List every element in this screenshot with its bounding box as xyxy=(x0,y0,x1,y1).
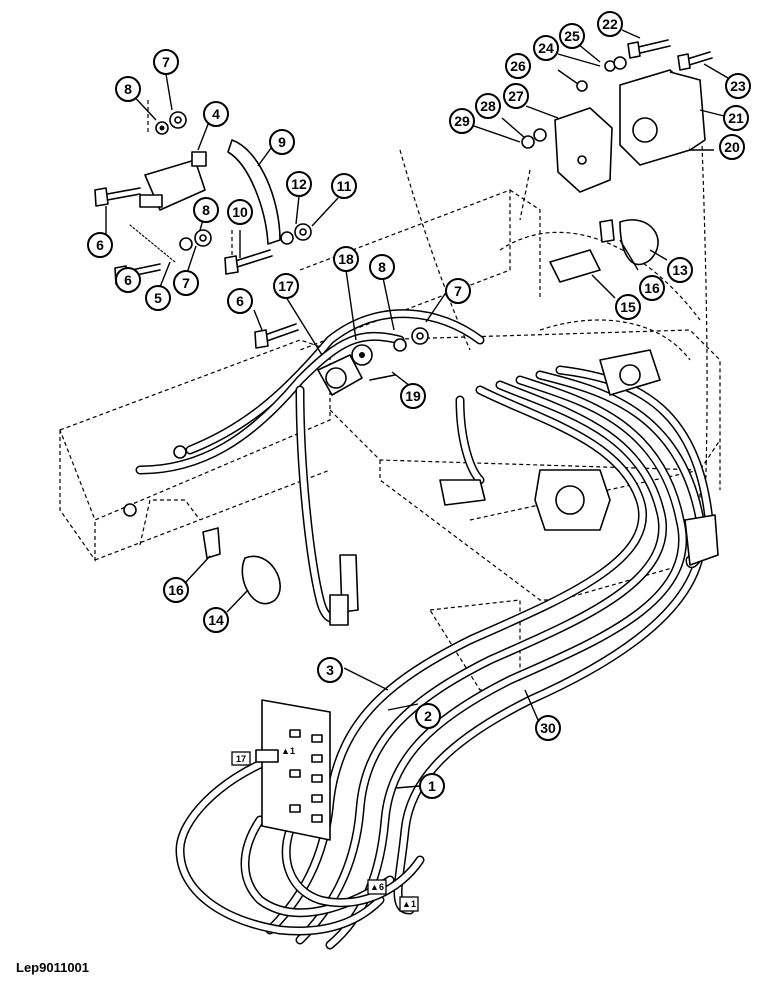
svg-text:3: 3 xyxy=(326,662,334,678)
svg-text:24: 24 xyxy=(538,40,554,56)
hose-clamps xyxy=(202,219,659,605)
svg-text:1: 1 xyxy=(428,778,436,794)
harness-tag-1-upper: ▲1 xyxy=(281,746,295,756)
svg-text:19: 19 xyxy=(405,388,421,404)
svg-text:8: 8 xyxy=(124,81,132,97)
callout-6: 6 xyxy=(115,267,141,293)
callout-14: 14 xyxy=(203,607,229,633)
svg-text:10: 10 xyxy=(232,204,248,220)
harness-tag-1-end: ▲1 xyxy=(399,896,419,912)
callout-2: 2 xyxy=(415,703,441,729)
parts-20-21-27-covers xyxy=(554,69,706,193)
callout-23: 23 xyxy=(725,73,751,99)
svg-text:9: 9 xyxy=(278,134,286,150)
svg-text:▲1: ▲1 xyxy=(402,899,416,909)
callout-24: 24 xyxy=(533,35,559,61)
svg-text:12: 12 xyxy=(291,176,307,192)
svg-text:29: 29 xyxy=(454,113,470,129)
harness-tag-17: 17 xyxy=(231,751,251,766)
svg-text:8: 8 xyxy=(202,202,210,218)
svg-text:25: 25 xyxy=(564,28,580,44)
svg-text:16: 16 xyxy=(644,280,660,296)
hardware-nuts-washers xyxy=(155,56,627,352)
valve-block xyxy=(439,349,719,566)
svg-text:17: 17 xyxy=(236,754,246,764)
callout-8: 8 xyxy=(369,254,395,280)
callout-13: 13 xyxy=(667,257,693,283)
callout-6: 6 xyxy=(87,232,113,258)
callout-20: 20 xyxy=(719,134,745,160)
callout-30: 30 xyxy=(535,715,561,741)
svg-text:30: 30 xyxy=(540,720,556,736)
callout-7: 7 xyxy=(173,270,199,296)
callout-19: 19 xyxy=(400,383,426,409)
svg-text:14: 14 xyxy=(208,612,224,628)
callout-17: 17 xyxy=(273,273,299,299)
svg-text:22: 22 xyxy=(602,16,618,32)
svg-text:▲1: ▲1 xyxy=(281,746,295,756)
svg-text:▲6: ▲6 xyxy=(370,882,384,892)
callout-9: 9 xyxy=(269,129,295,155)
callout-4: 4 xyxy=(203,101,229,127)
part-4-bracket xyxy=(94,151,207,285)
svg-text:16: 16 xyxy=(168,582,184,598)
part-9-strap xyxy=(227,139,281,245)
svg-text:23: 23 xyxy=(730,78,746,94)
left-fittings xyxy=(123,445,359,626)
hose-left-loop xyxy=(135,309,485,624)
svg-text:18: 18 xyxy=(338,251,354,267)
callout-8: 8 xyxy=(193,197,219,223)
svg-text:17: 17 xyxy=(278,278,294,294)
callout-28: 28 xyxy=(475,93,501,119)
callout-12: 12 xyxy=(286,171,312,197)
svg-text:4: 4 xyxy=(212,106,220,122)
callout-21: 21 xyxy=(723,105,749,131)
callout-3: 3 xyxy=(317,657,343,683)
callout-29: 29 xyxy=(449,108,475,134)
hose-main-run xyxy=(265,365,715,950)
svg-text:15: 15 xyxy=(620,299,636,315)
svg-text:2: 2 xyxy=(424,708,432,724)
bolts xyxy=(224,39,713,349)
svg-text:26: 26 xyxy=(510,58,526,74)
callout-26: 26 xyxy=(505,53,531,79)
parts-17-18-sensor xyxy=(317,344,396,396)
callout-27: 27 xyxy=(503,83,529,109)
hose-lower-loops xyxy=(175,755,425,936)
svg-text:6: 6 xyxy=(96,237,104,253)
svg-text:13: 13 xyxy=(672,262,688,278)
callout-18: 18 xyxy=(333,246,359,272)
control-valve-panel xyxy=(255,699,331,841)
svg-text:20: 20 xyxy=(724,139,740,155)
callout-6: 6 xyxy=(227,288,253,314)
callout-7: 7 xyxy=(153,49,179,75)
callout-25: 25 xyxy=(559,23,585,49)
callout-15: 15 xyxy=(615,294,641,320)
svg-text:11: 11 xyxy=(337,178,352,194)
callout-7: 7 xyxy=(445,278,471,304)
svg-text:21: 21 xyxy=(728,110,744,126)
svg-text:7: 7 xyxy=(162,54,170,70)
svg-text:6: 6 xyxy=(124,272,132,288)
callout-16: 16 xyxy=(163,577,189,603)
callout-8: 8 xyxy=(115,76,141,102)
callout-5: 5 xyxy=(145,285,171,311)
callout-1: 1 xyxy=(419,773,445,799)
svg-text:7: 7 xyxy=(454,283,462,299)
hose-bundle xyxy=(135,309,715,950)
callout-16: 16 xyxy=(639,275,665,301)
svg-text:28: 28 xyxy=(480,98,496,114)
svg-text:7: 7 xyxy=(182,275,190,291)
callout-22: 22 xyxy=(597,11,623,37)
svg-text:8: 8 xyxy=(378,259,386,275)
harness-tag-6: ▲6 xyxy=(367,879,387,895)
svg-text:5: 5 xyxy=(154,290,162,306)
drawing-reference-number: Lep9011001 xyxy=(16,960,90,975)
svg-text:6: 6 xyxy=(236,293,244,309)
svg-text:27: 27 xyxy=(508,88,524,104)
callout-11: 11 xyxy=(331,173,357,199)
callout-10: 10 xyxy=(227,199,253,225)
